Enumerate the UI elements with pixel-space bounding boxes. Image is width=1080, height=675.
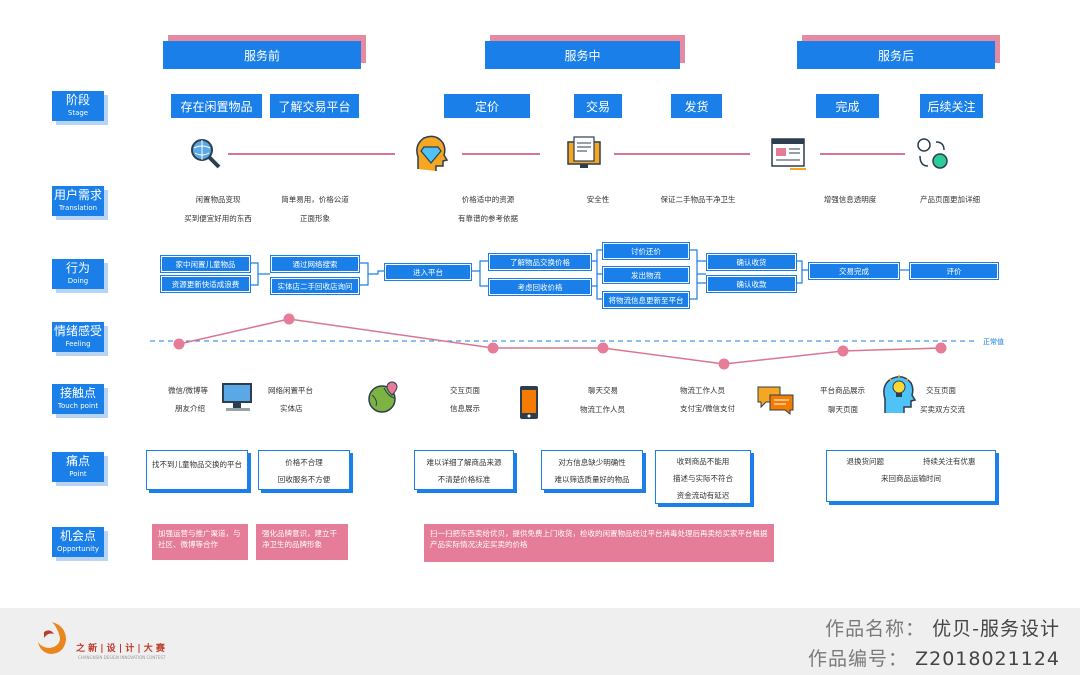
stage-box: 存在闲置物品 <box>171 94 262 118</box>
magnifier-globe-icon <box>191 139 221 169</box>
action-box: 实体店二手回收店询问 <box>271 278 359 294</box>
action-box: 将物流信息更新至平台 <box>603 292 689 308</box>
contest-logo-text: 之 新 | 设 | 计 | 大 赛 <box>76 644 165 654</box>
stage-box: 发货 <box>671 94 722 118</box>
action-box: 确认收款 <box>707 276 796 292</box>
contest-logo-subtext: CHANGNSIN DESIGN INNOVATION CONTEST <box>78 655 166 660</box>
action-box: 发出物流 <box>603 267 689 283</box>
pain-card: 难以详细了解商品来源不清楚价格标准 <box>414 450 514 490</box>
pain-card: 收到商品不能用描述与实际不符合资金流动有延迟 <box>655 450 751 504</box>
need-text: 价格适中的资源有靠谱的参考依据 <box>458 195 518 223</box>
stage-box: 定价 <box>444 94 530 118</box>
globe-pin-icon <box>368 381 398 413</box>
action-box: 评价 <box>910 263 998 279</box>
feeling-point <box>283 313 295 325</box>
head-lightbulb-icon <box>883 375 917 413</box>
doing-connector <box>795 260 808 284</box>
feeling-point <box>718 358 730 370</box>
touchpoint-text: 朋友介绍 <box>175 404 205 413</box>
work-name: 作品名称： 优贝-服务设计 <box>825 618 1060 640</box>
touchpoint-text: 微信/微博等 <box>168 386 209 395</box>
action-box: 了解物品交换价格 <box>489 254 591 270</box>
opportunity-card: 扫一扫把东西卖给优贝，提供免费上门收货，检收的闲置物品经过平台消毒处理后再卖给买… <box>424 524 774 562</box>
diagram-lines: 正常值 <box>150 153 1004 370</box>
need-text: 简单易用，价格公道正面形象 <box>281 195 349 223</box>
doing-connector <box>688 249 706 300</box>
feeling-point <box>173 338 185 350</box>
smartphone-icon <box>520 386 538 419</box>
feeling-point <box>597 342 609 354</box>
touchpoint-text: 信息展示 <box>450 404 480 413</box>
action-box: 交易完成 <box>809 263 899 279</box>
doing-connector <box>590 249 602 300</box>
doing-connector <box>249 262 270 286</box>
touchpoint-text: 买卖双方交流 <box>920 405 965 414</box>
feeling-point <box>837 345 849 357</box>
touchpoint-text: 聊天交易 <box>588 386 618 395</box>
pain-card: 对方信息缺少明确性难以筛选质量好的物品 <box>541 450 643 490</box>
action-box: 考虑回收价格 <box>489 279 591 295</box>
footer: 之 新 | 设 | 计 | 大 赛 CHANGNSIN DESIGN INNOV… <box>0 608 1080 675</box>
phase-before: 服务前 <box>163 41 361 69</box>
touchpoint-text: 实体店 <box>280 404 303 413</box>
action-box: 讨价还价 <box>603 243 689 259</box>
action-box: 进入平台 <box>385 264 471 280</box>
touchpoint-text: 支付宝/微信支付 <box>680 404 736 413</box>
pain-card: 找不到儿童物品交换的平台 <box>146 450 248 490</box>
head-diamond-icon <box>416 135 449 171</box>
action-box: 资源更新快适成浪费 <box>161 276 250 292</box>
chat-bubbles-icon <box>757 386 794 416</box>
work-id: 作品编号： Z2018021124 <box>808 648 1060 670</box>
action-box: 通过网络搜索 <box>271 256 359 272</box>
touchpoint-text: 物流工作人员 <box>580 405 625 414</box>
doing-connector <box>470 260 488 287</box>
touchpoint-text: 平台商品展示 <box>820 386 865 395</box>
doing-connector <box>358 262 384 286</box>
feeling-point <box>935 342 947 354</box>
action-box: 家中闲置儿童物品 <box>161 256 250 272</box>
need-text: 保证二手物品干净卫生 <box>660 195 736 204</box>
stage-box: 完成 <box>816 94 879 118</box>
touchpoint-text: 交互页面 <box>926 386 956 395</box>
touchpoint-text: 物流工作人员 <box>680 386 725 395</box>
browser-window-icon <box>771 138 806 170</box>
action-box: 确认收货 <box>707 254 796 270</box>
opportunity-card: 强化品牌意识，建立干净卫生的品牌形象 <box>256 524 348 560</box>
need-text: 闲置物品变现买到便宜好用的东西 <box>184 195 252 223</box>
feeling-baseline-label: 正常值 <box>983 337 1004 346</box>
stage-box: 后续关注 <box>920 94 983 118</box>
stage-box: 了解交易平台 <box>270 94 359 118</box>
need-text: 增强信息透明度 <box>823 195 877 204</box>
need-text: 产品页面更加详细 <box>920 195 980 204</box>
touchpoint-text: 交互页面 <box>450 386 480 395</box>
contest-logo-icon <box>38 622 66 654</box>
phase-during: 服务中 <box>485 41 680 69</box>
pain-card: 退换货问题持续关注有优惠 来回商品运输时间 <box>826 450 996 502</box>
stage-box: 交易 <box>574 94 622 118</box>
need-text: 安全性 <box>586 195 610 204</box>
pain-card: 价格不合理回收服务不方便 <box>258 450 350 490</box>
feeling-point <box>487 342 499 354</box>
document-monitor-icon <box>567 136 601 168</box>
desktop-computer-icon <box>222 383 252 411</box>
touchpoint-text: 聊天页面 <box>828 405 858 414</box>
feeling-curve <box>173 313 947 370</box>
phase-after: 服务后 <box>797 41 995 69</box>
users-exchange-icon <box>917 138 948 169</box>
opportunity-card: 加强运营与推广渠道，与社区、微博等合作 <box>152 524 248 560</box>
touchpoint-text: 网络闲置平台 <box>268 386 313 395</box>
